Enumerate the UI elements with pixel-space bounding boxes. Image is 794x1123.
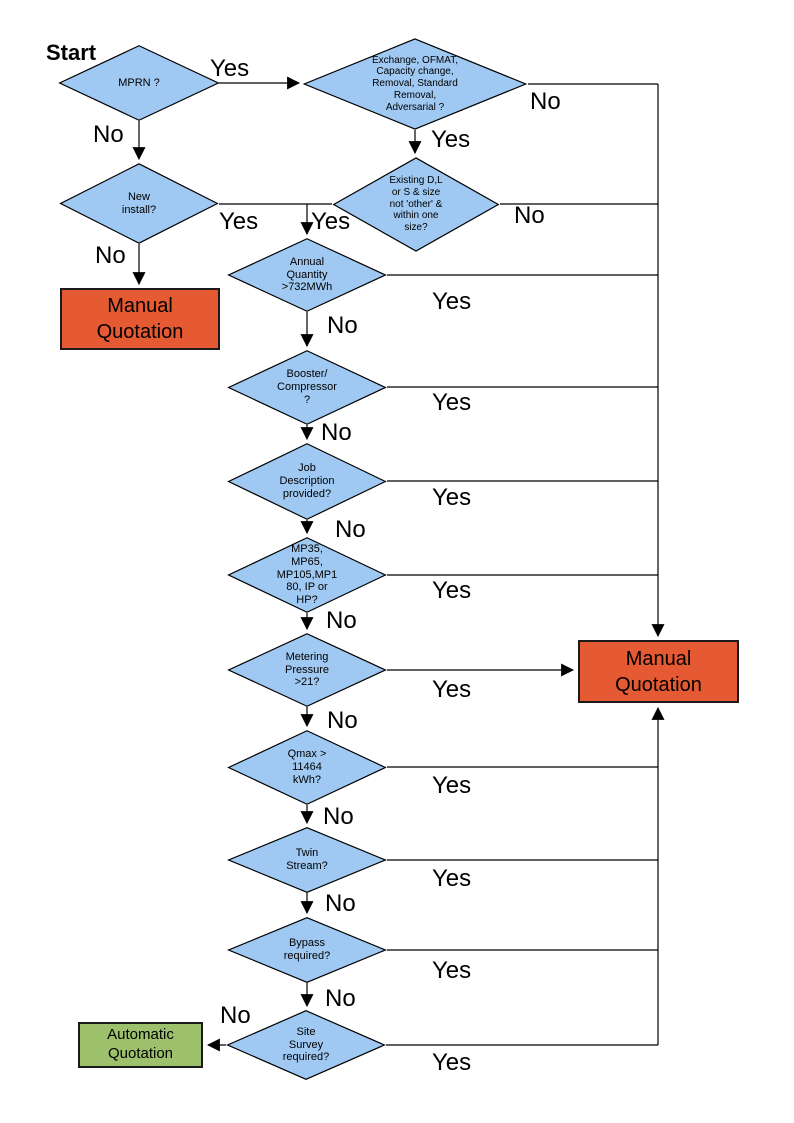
edge-label-booster-no: No xyxy=(321,419,352,446)
decision-metering-pressure: Metering Pressure >21? xyxy=(227,633,387,707)
decision-annual-quantity: Annual Quantity >732MWh xyxy=(227,238,387,312)
terminal-manual-quotation-right: Manual Quotation xyxy=(578,640,739,703)
edge-label-new-install-no: No xyxy=(95,242,126,269)
edge-label-existing-no: No xyxy=(514,202,545,229)
decision-job-description-label: Job Description provided? xyxy=(279,462,335,500)
decision-qmax: Qmax > 11464 kWh? xyxy=(227,730,387,805)
terminal-automatic-quotation: Automatic Quotation xyxy=(78,1022,203,1068)
decision-annual-quantity-label: Annual Quantity >732MWh xyxy=(281,255,333,294)
diamond-shape xyxy=(227,238,387,312)
edge-label-qmax-no: No xyxy=(323,803,354,830)
decision-booster-compressor: Booster/ Compressor ? xyxy=(227,350,387,425)
edge-label-mp-no: No xyxy=(326,607,357,634)
decision-exchange-label: Exchange, OFMAT, Capacity change, Remova… xyxy=(372,54,458,113)
diamond-shape xyxy=(302,38,528,130)
edge-label-site-no: No xyxy=(220,1002,251,1029)
edge-label-annual-no: No xyxy=(327,312,358,339)
decision-exchange: Exchange, OFMAT, Capacity change, Remova… xyxy=(302,38,528,130)
decision-existing-label: Existing D,L or S & size not 'other' & w… xyxy=(389,175,443,234)
decision-twin-stream: Twin Stream? xyxy=(227,827,387,893)
edge-label-twin-yes: Yes xyxy=(432,865,472,892)
diamond-shape xyxy=(227,350,387,425)
decision-metering-pressure-label: Metering Pressure >21? xyxy=(284,650,330,689)
decision-new-install-label: New install? xyxy=(121,190,157,216)
diamond-shape xyxy=(226,1010,386,1080)
diamond-shape xyxy=(227,633,387,707)
edge-label-booster-yes: Yes xyxy=(432,389,472,416)
edge-label-job-no: No xyxy=(335,516,366,543)
edge-label-qmax-yes: Yes xyxy=(432,772,472,799)
edge-label-mp-yes: Yes xyxy=(432,577,472,604)
decision-meter-pressure-tier-label: MP35, MP65, MP105,MP1 80, IP or HP? xyxy=(276,542,338,607)
edge-label-new-install-yes: Yes xyxy=(219,208,259,235)
edge-label-site-yes: Yes xyxy=(432,1049,472,1076)
diamond-shape xyxy=(227,537,387,613)
decision-existing: Existing D,L or S & size not 'other' & w… xyxy=(332,157,500,252)
decision-new-install: New install? xyxy=(59,163,219,244)
decision-qmax-label: Qmax > 11464 kWh? xyxy=(287,748,327,786)
decision-mprn-label: MPRN ? xyxy=(118,76,160,89)
edge-label-bypass-no: No xyxy=(325,985,356,1012)
diamond-shape xyxy=(227,730,387,805)
edge-label-twin-no: No xyxy=(325,890,356,917)
decision-meter-pressure-tier: MP35, MP65, MP105,MP1 80, IP or HP? xyxy=(227,537,387,613)
decision-twin-stream-label: Twin Stream? xyxy=(286,847,328,872)
edge-label-job-yes: Yes xyxy=(432,484,472,511)
decision-site-survey-label: Site Survey required? xyxy=(282,1025,330,1064)
edge-label-metering-no: No xyxy=(327,707,358,734)
diamond-shape xyxy=(59,163,219,244)
decision-site-survey: Site Survey required? xyxy=(226,1010,386,1080)
decision-job-description: Job Description provided? xyxy=(227,443,387,520)
decision-bypass: Bypass required? xyxy=(227,917,387,983)
edge-label-exchange-no: No xyxy=(530,88,561,115)
diamond-shape xyxy=(227,827,387,893)
edge-label-annual-yes: Yes xyxy=(432,288,472,315)
edge-label-exchange-yes: Yes xyxy=(431,126,471,153)
edge-label-existing-yes: Yes xyxy=(311,208,351,235)
diamond-shape xyxy=(58,45,220,121)
decision-mprn: MPRN ? xyxy=(58,45,220,121)
edge-label-mprn-yes: Yes xyxy=(210,55,250,82)
diamond-shape xyxy=(332,157,500,252)
decision-bypass-label: Bypass required? xyxy=(283,937,331,962)
edge-label-mprn-no: No xyxy=(93,121,124,148)
diamond-shape xyxy=(227,443,387,520)
diamond-shape xyxy=(227,917,387,983)
edge-label-metering-yes: Yes xyxy=(432,676,472,703)
decision-booster-compressor-label: Booster/ Compressor ? xyxy=(277,368,337,406)
terminal-manual-quotation-left: Manual Quotation xyxy=(60,288,220,350)
edge-label-bypass-yes: Yes xyxy=(432,957,472,984)
start-label: Start xyxy=(46,40,97,65)
